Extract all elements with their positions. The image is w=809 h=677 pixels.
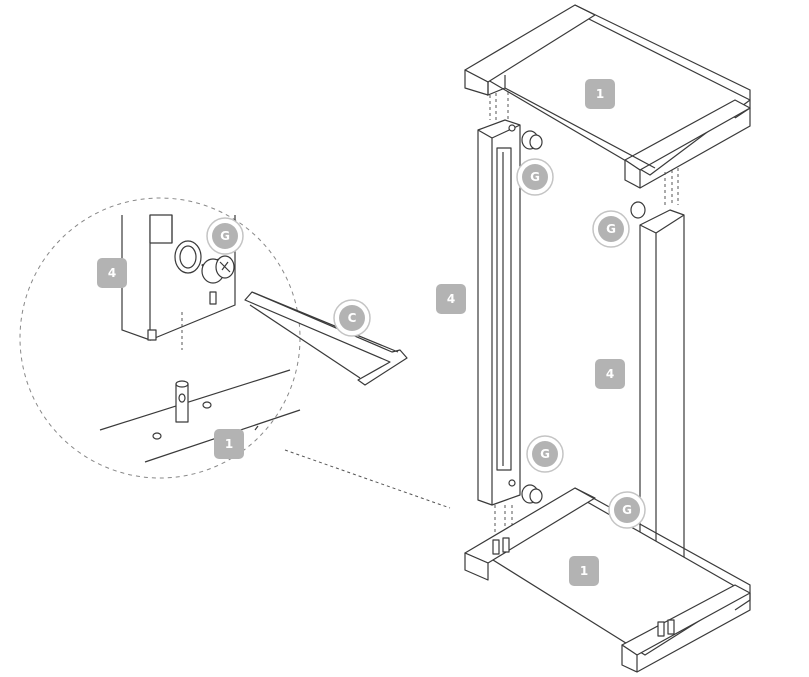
svg-text:C: C	[348, 311, 357, 325]
detail-pin-right	[209, 291, 217, 305]
detail-hole	[152, 432, 162, 440]
label-text: 1	[580, 564, 588, 578]
label-right-panel: 4	[595, 359, 625, 389]
label-detail-panel: 4	[97, 258, 127, 288]
detail-leader-line	[284, 449, 451, 509]
label-text: 1	[225, 437, 233, 451]
label-text: 4	[447, 292, 455, 306]
bottom-pin	[502, 537, 510, 553]
detail-view	[19, 197, 451, 509]
svg-text:G: G	[540, 447, 550, 461]
cam-lock-bottom-left	[521, 484, 543, 504]
svg-text:G: G	[606, 222, 616, 236]
hardware-label-g-top-left: G	[516, 158, 554, 196]
hex-key	[244, 291, 408, 386]
hardware-label-c-hex-key: C	[333, 299, 371, 337]
detail-hole	[202, 401, 212, 409]
svg-text:G: G	[220, 229, 230, 243]
bottom-pin	[657, 621, 665, 637]
svg-text:G: G	[530, 170, 540, 184]
left-panel-groove	[496, 147, 512, 471]
bottom-pin	[667, 619, 675, 635]
svg-text:G: G	[622, 503, 632, 517]
detail-pin-left	[147, 329, 157, 341]
label-detail-frame: 1	[214, 429, 244, 459]
hardware-label-g-top-right: G	[592, 210, 630, 248]
label-text: 1	[596, 87, 604, 101]
hardware-label-g-bottom-left: G	[526, 435, 564, 473]
bottom-pin	[492, 539, 500, 555]
bottom-frame	[464, 487, 751, 673]
label-text: 4	[108, 266, 116, 280]
label-left-panel: 4	[436, 284, 466, 314]
top-connection-guides	[489, 92, 679, 205]
left-side-panel	[477, 119, 521, 506]
top-frame	[464, 4, 751, 189]
label-top-frame: 1	[585, 79, 615, 109]
cam-lock-top-right	[630, 201, 646, 219]
detail-frame-edge-top	[99, 369, 291, 431]
cabinet-assembly	[464, 4, 751, 673]
hardware-label-g-bottom-right: G	[608, 491, 646, 529]
label-bottom-frame: 1	[569, 556, 599, 586]
hardware-label-g-detail: G	[206, 217, 244, 255]
cam-lock-top-left	[521, 130, 543, 150]
detail-dowel	[175, 380, 189, 423]
detail-panel-slot	[149, 214, 173, 244]
label-text: 4	[606, 367, 614, 381]
detail-cam-lock	[201, 255, 235, 284]
